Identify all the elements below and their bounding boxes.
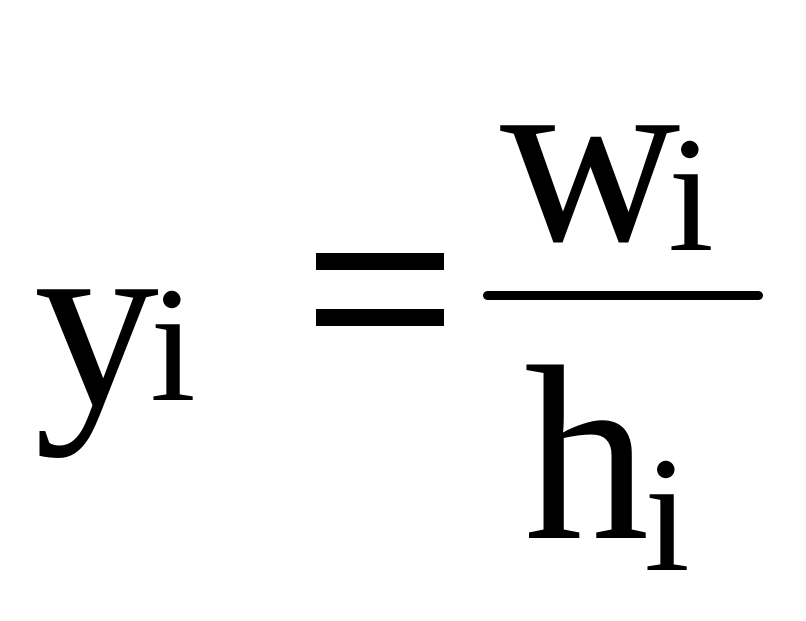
denominator-variable: h <box>524 316 649 593</box>
numerator-variable: w <box>500 18 681 295</box>
denominator-subscript: i <box>644 423 690 606</box>
numerator-subscript: i <box>668 103 714 286</box>
lhs-variable: y <box>34 182 159 459</box>
fraction-bar <box>483 291 763 300</box>
equals-sign-top-bar <box>316 253 444 270</box>
lhs-subscript: i <box>150 253 196 436</box>
equals-sign-bottom-bar <box>316 309 444 326</box>
